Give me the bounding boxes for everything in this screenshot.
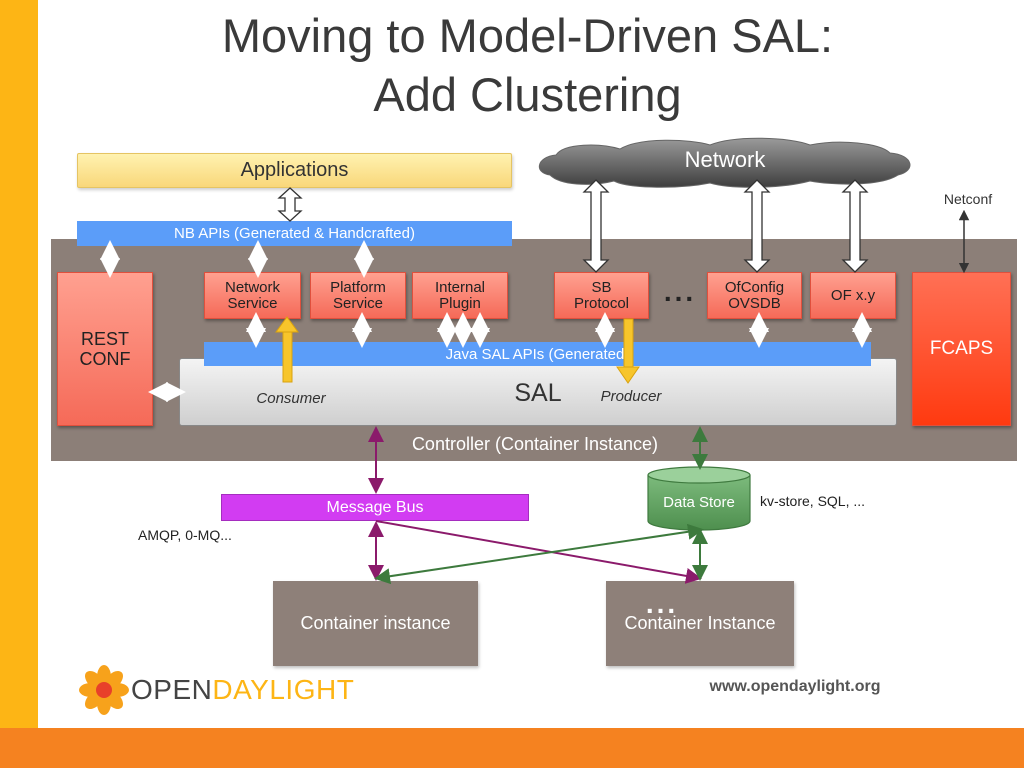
- applications-box[interactable]: Applications: [77, 153, 512, 188]
- platform-service-line-1: Platform: [330, 278, 386, 296]
- sb-protocol-box[interactable]: SB Protocol: [554, 272, 649, 319]
- container-ellipsis: ...: [645, 588, 679, 619]
- logo-light: LIGHT: [269, 674, 355, 705]
- producer-label: Producer: [600, 387, 662, 405]
- sb-protocol-line-1: SB: [591, 278, 612, 296]
- plugins-ellipsis: ...: [663, 276, 697, 307]
- container-instance-2[interactable]: Container Instance: [606, 581, 794, 666]
- logo-day: DAY: [212, 674, 270, 705]
- consumer-label: Consumer: [256, 389, 326, 407]
- ofconfig-line-1: OfConfig: [724, 278, 785, 296]
- netconf-label: Netconf: [943, 191, 993, 207]
- double-arrow-icon: [277, 187, 303, 222]
- ofconfig-line-2: OVSDB: [728, 294, 781, 312]
- consumer-arrow-icon: [275, 316, 299, 383]
- network-cloud-icon: [539, 137, 911, 188]
- container-instance-1[interactable]: Container instance: [273, 581, 478, 666]
- data-store-cylinder-icon: [647, 466, 751, 531]
- data-store-label: Data Store: [663, 493, 735, 511]
- slide-title: Moving to Model-Driven SAL: Add Clusteri…: [100, 6, 955, 124]
- network-label: Network: [684, 147, 766, 172]
- ofconfig-ovsdb-box[interactable]: OfConfig OVSDB: [707, 272, 802, 319]
- kv-store-label: kv-store, SQL, ...: [760, 493, 866, 509]
- internal-plugin-box[interactable]: Internal Plugin: [412, 272, 508, 319]
- opendaylight-flower-icon: [79, 665, 129, 715]
- sal-box[interactable]: [179, 358, 897, 426]
- fcaps-box[interactable]: FCAPS: [912, 272, 1011, 426]
- nb-apis-bar: NB APIs (Generated & Handcrafted): [77, 221, 512, 246]
- amqp-label: AMQP, 0-MQ...: [138, 527, 232, 543]
- producer-arrow-icon: [616, 318, 640, 384]
- logo-open: OPEN: [131, 674, 213, 705]
- sb-protocol-line-2: Protocol: [573, 294, 630, 312]
- rest-conf-box[interactable]: REST CONF: [57, 272, 153, 426]
- sal-label: SAL: [514, 378, 562, 407]
- network-service-line-1: Network: [224, 278, 280, 296]
- opendaylight-logo-text: OPENDAYLIGHT: [131, 672, 371, 708]
- website-link[interactable]: www.opendaylight.org: [709, 678, 881, 695]
- controller-label: Controller (Container Instance): [411, 433, 659, 454]
- network-service-line-2: Service: [227, 294, 278, 312]
- left-accent-bar: [0, 0, 38, 728]
- bottom-accent-bar: [0, 728, 1024, 768]
- platform-service-line-2: Service: [332, 294, 384, 312]
- message-bus-box[interactable]: Message Bus: [221, 494, 529, 521]
- title-line-2: Add Clustering: [373, 68, 682, 121]
- internal-plugin-line-1: Internal: [434, 278, 486, 296]
- title-line-1: Moving to Model-Driven SAL:: [221, 9, 834, 62]
- of-xy-box[interactable]: OF x.y: [810, 272, 896, 319]
- rest-conf-line-2: CONF: [79, 349, 131, 369]
- rest-conf-line-1: REST: [80, 329, 129, 349]
- network-double-arrows: [582, 179, 869, 273]
- network-service-box[interactable]: Network Service: [204, 272, 301, 319]
- internal-plugin-line-2: Plugin: [439, 294, 481, 312]
